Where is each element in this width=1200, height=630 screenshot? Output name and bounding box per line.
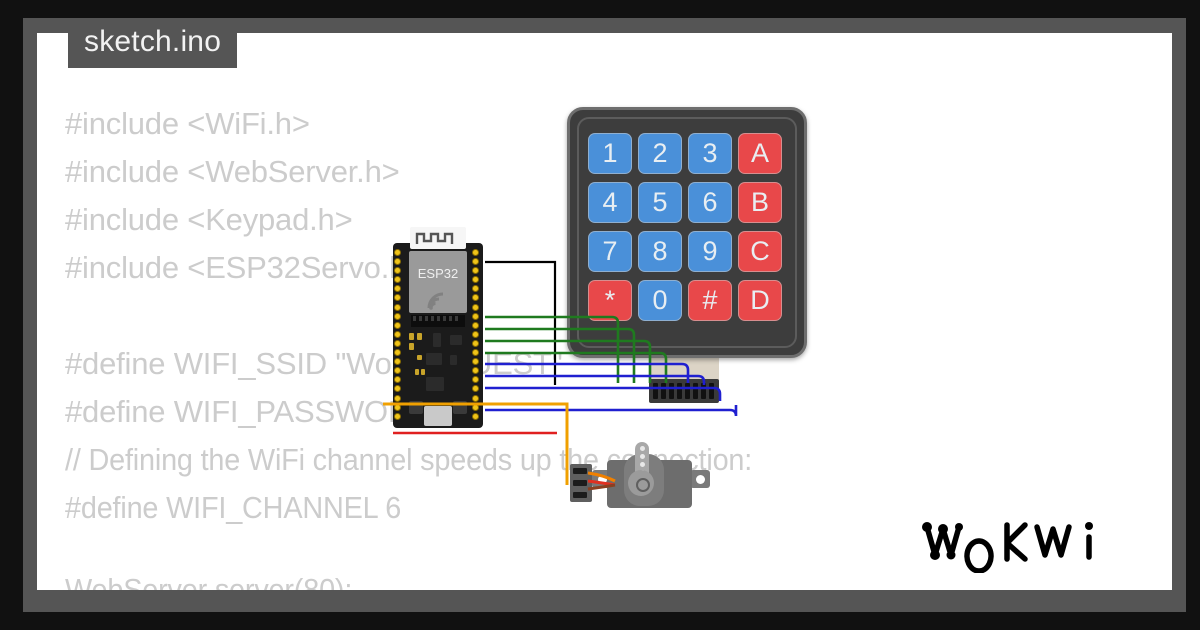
servo-output-shaft: [628, 470, 654, 496]
esp32-chip-a: [450, 335, 462, 345]
keypad-key-3[interactable]: 3: [688, 133, 732, 174]
servo-connector: [570, 464, 592, 502]
keypad-key-A[interactable]: A: [738, 133, 782, 174]
wokwi-logo: [922, 522, 1093, 573]
esp32-module: ESP32: [409, 251, 467, 313]
antenna-trace-icon: [415, 232, 454, 244]
keypad-key-2[interactable]: 2: [638, 133, 682, 174]
file-tab-sketch-ino[interactable]: sketch.ino: [68, 18, 238, 68]
keypad-key-1[interactable]: 1: [588, 133, 632, 174]
esp32-chip-b: [426, 353, 442, 365]
keypad-bezel: [577, 117, 797, 348]
esp32-chip-d: [426, 377, 444, 391]
esp32-pad-a: [409, 333, 414, 340]
esp32-left-header[interactable]: [394, 249, 404, 422]
keypad-key-9[interactable]: 9: [688, 231, 732, 272]
esp32-shield-pads: [411, 315, 465, 327]
keypad-key-B[interactable]: B: [738, 182, 782, 223]
keypad-key-0[interactable]: 0: [638, 280, 682, 321]
keypad-key-hash[interactable]: #: [688, 280, 732, 321]
keypad-key-grid: 1 2 3 A 4 5 6 B 7 8 9 C * 0 # D: [588, 133, 786, 327]
keypad-key-6[interactable]: 6: [688, 182, 732, 223]
keypad-key-4[interactable]: 4: [588, 182, 632, 223]
esp32-pad-d: [417, 355, 422, 360]
keypad-4x4[interactable]: 1 2 3 A 4 5 6 B 7 8 9 C * 0 # D: [567, 107, 807, 358]
esp32-usb-port: [424, 406, 452, 426]
esp32-regulator: [433, 333, 441, 347]
diagram-canvas[interactable]: #include <WiFi.h> #include <WebServer.h>…: [37, 33, 1172, 590]
esp32-en-button[interactable]: [409, 401, 423, 414]
keypad-key-C[interactable]: C: [738, 231, 782, 272]
keypad-key-5[interactable]: 5: [638, 182, 682, 223]
esp32-pad-b: [409, 343, 414, 350]
keypad-key-star[interactable]: *: [588, 280, 632, 321]
servo-mount-tab-right: [690, 470, 710, 488]
keypad-key-D[interactable]: D: [738, 280, 782, 321]
keypad-key-7[interactable]: 7: [588, 231, 632, 272]
keypad-connector: [649, 379, 719, 403]
esp32-boot-button[interactable]: [453, 401, 467, 414]
esp32-pad-e: [415, 369, 419, 375]
keypad-key-8[interactable]: 8: [638, 231, 682, 272]
esp32-pad-c: [417, 333, 422, 340]
wifi-icon: [427, 292, 444, 310]
esp32-pad-f: [421, 369, 425, 375]
esp32-right-header[interactable]: [472, 249, 482, 422]
esp32-chip-c: [450, 355, 457, 365]
servo-motor[interactable]: [562, 442, 724, 510]
esp32-devkit-board[interactable]: ESP32: [393, 227, 483, 428]
parts-layer: 1 2 3 A 4 5 6 B 7 8 9 C * 0 # D: [37, 33, 1172, 590]
